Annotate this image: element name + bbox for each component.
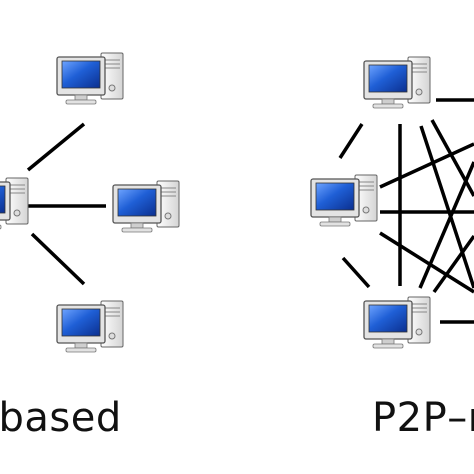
client-computer-right-icon <box>112 180 180 233</box>
p2p-network-caption: P2P–n <box>372 395 474 441</box>
mesh-link-top-middle <box>338 123 364 159</box>
peer-computer-bottom-icon <box>363 296 431 349</box>
mesh-link-d <box>379 142 474 189</box>
client-computer-bottom-icon <box>56 300 124 353</box>
peer-computer-top-icon <box>363 56 431 109</box>
mesh-link-middle-bottom <box>341 256 371 289</box>
client-computer-top-icon <box>56 52 124 105</box>
peer-computer-middle-icon <box>310 174 378 227</box>
server-computer-icon <box>0 177 29 230</box>
mesh-link-b <box>430 119 474 197</box>
mesh-link-h <box>432 234 474 294</box>
client-server-caption: –based <box>0 395 122 441</box>
link-server-top <box>26 122 86 172</box>
link-server-bottom <box>30 232 86 286</box>
mesh-link-g <box>418 161 474 289</box>
mesh-link-c <box>419 125 474 289</box>
mesh-link-f <box>379 231 474 294</box>
